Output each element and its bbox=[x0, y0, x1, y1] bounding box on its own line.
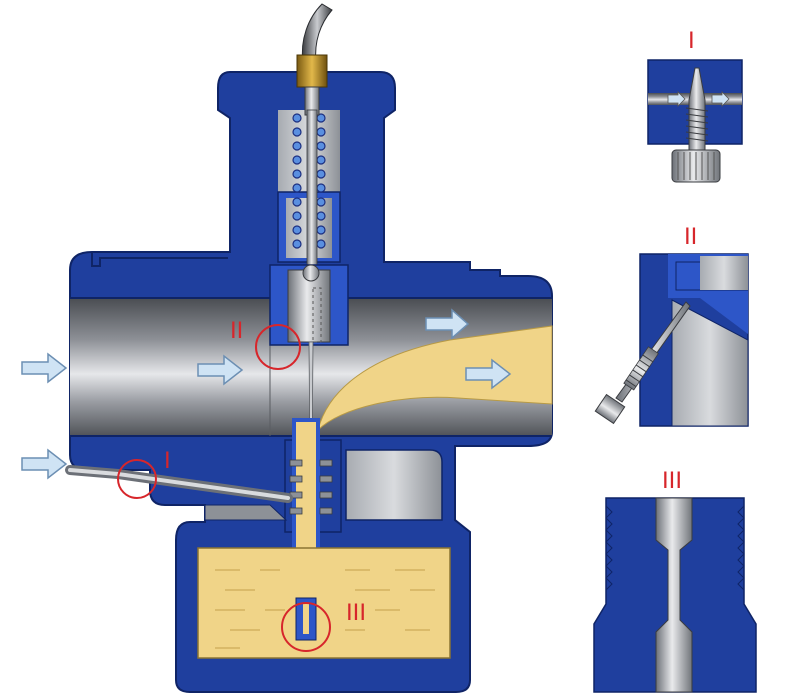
fuel-bowl bbox=[197, 547, 451, 659]
air-flow-arrow-icon bbox=[21, 352, 68, 384]
air-flow-arrow-icon bbox=[465, 358, 512, 390]
detail-label-i: I bbox=[688, 27, 695, 54]
air-flow-arrow-icon bbox=[425, 308, 470, 340]
coil-spring bbox=[292, 113, 326, 249]
callout-circle-icon bbox=[281, 602, 331, 652]
callout-circles bbox=[117, 324, 331, 652]
detail-label-ii: II bbox=[684, 223, 697, 250]
detail-ii-idle-screw: II bbox=[594, 223, 749, 427]
air-flow-arrow-icon bbox=[197, 354, 244, 386]
mixture-stream bbox=[317, 325, 553, 432]
float-chamber-cavity bbox=[204, 449, 443, 521]
detail-label-iii: III bbox=[662, 467, 682, 494]
detail-iii-main-jet: III bbox=[593, 467, 757, 693]
throttle-slide bbox=[269, 264, 349, 346]
callout-circle-icon bbox=[255, 324, 301, 370]
throttle-cable bbox=[296, 3, 333, 271]
callout-label-iii-main: III bbox=[346, 599, 366, 626]
detail-i-pilot-screw: I bbox=[647, 27, 743, 183]
callout-label-ii-main: II bbox=[230, 317, 243, 344]
callout-label-i-main: I bbox=[164, 447, 171, 474]
air-flow-arrow-icon bbox=[21, 448, 68, 480]
callout-circle-icon bbox=[117, 459, 157, 499]
air-flow-arrows bbox=[21, 308, 512, 480]
